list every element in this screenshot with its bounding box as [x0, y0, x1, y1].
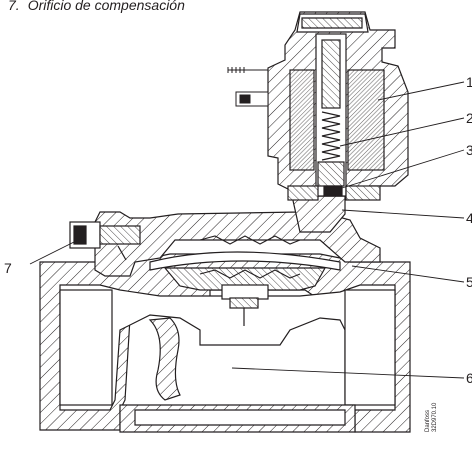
- caption-text: Orificio de compensación: [27, 0, 185, 13]
- callout-7: 7: [4, 260, 12, 276]
- leader-line-4: [341, 209, 465, 219]
- leader-line-1: [377, 81, 465, 101]
- compensation-orifice-screw: [69, 221, 141, 261]
- callout-labels: 1 2 3 4 5 6 7: [4, 74, 472, 386]
- credit-line-1: Danfoss: [425, 409, 431, 432]
- leader-lines: [29, 81, 465, 379]
- callout-3: 3: [466, 142, 472, 158]
- bonnet: [94, 195, 381, 277]
- callout-4: 4: [466, 210, 472, 226]
- figure-caption: 7. Orificio de compensación: [8, 0, 185, 13]
- springs: [199, 235, 301, 279]
- drawing-credit: Danfoss 32D970.10: [425, 403, 439, 432]
- diaphragm: [149, 251, 341, 326]
- leader-line-6: [231, 367, 465, 379]
- leader-line-3: [341, 149, 465, 189]
- callout-5: 5: [466, 274, 472, 290]
- caption-number: 7.: [8, 0, 20, 13]
- valve-body: [39, 253, 411, 433]
- solenoid-coil: [267, 11, 409, 201]
- callout-1: 1: [466, 74, 472, 90]
- credit-line-2: 32D970.10: [432, 402, 438, 432]
- callout-2: 2: [466, 110, 472, 126]
- leader-line-2: [339, 117, 465, 147]
- callout-6: 6: [466, 370, 472, 386]
- leader-line-5: [351, 265, 465, 283]
- electrical-terminal: [227, 67, 269, 107]
- leader-line-7: [29, 237, 83, 265]
